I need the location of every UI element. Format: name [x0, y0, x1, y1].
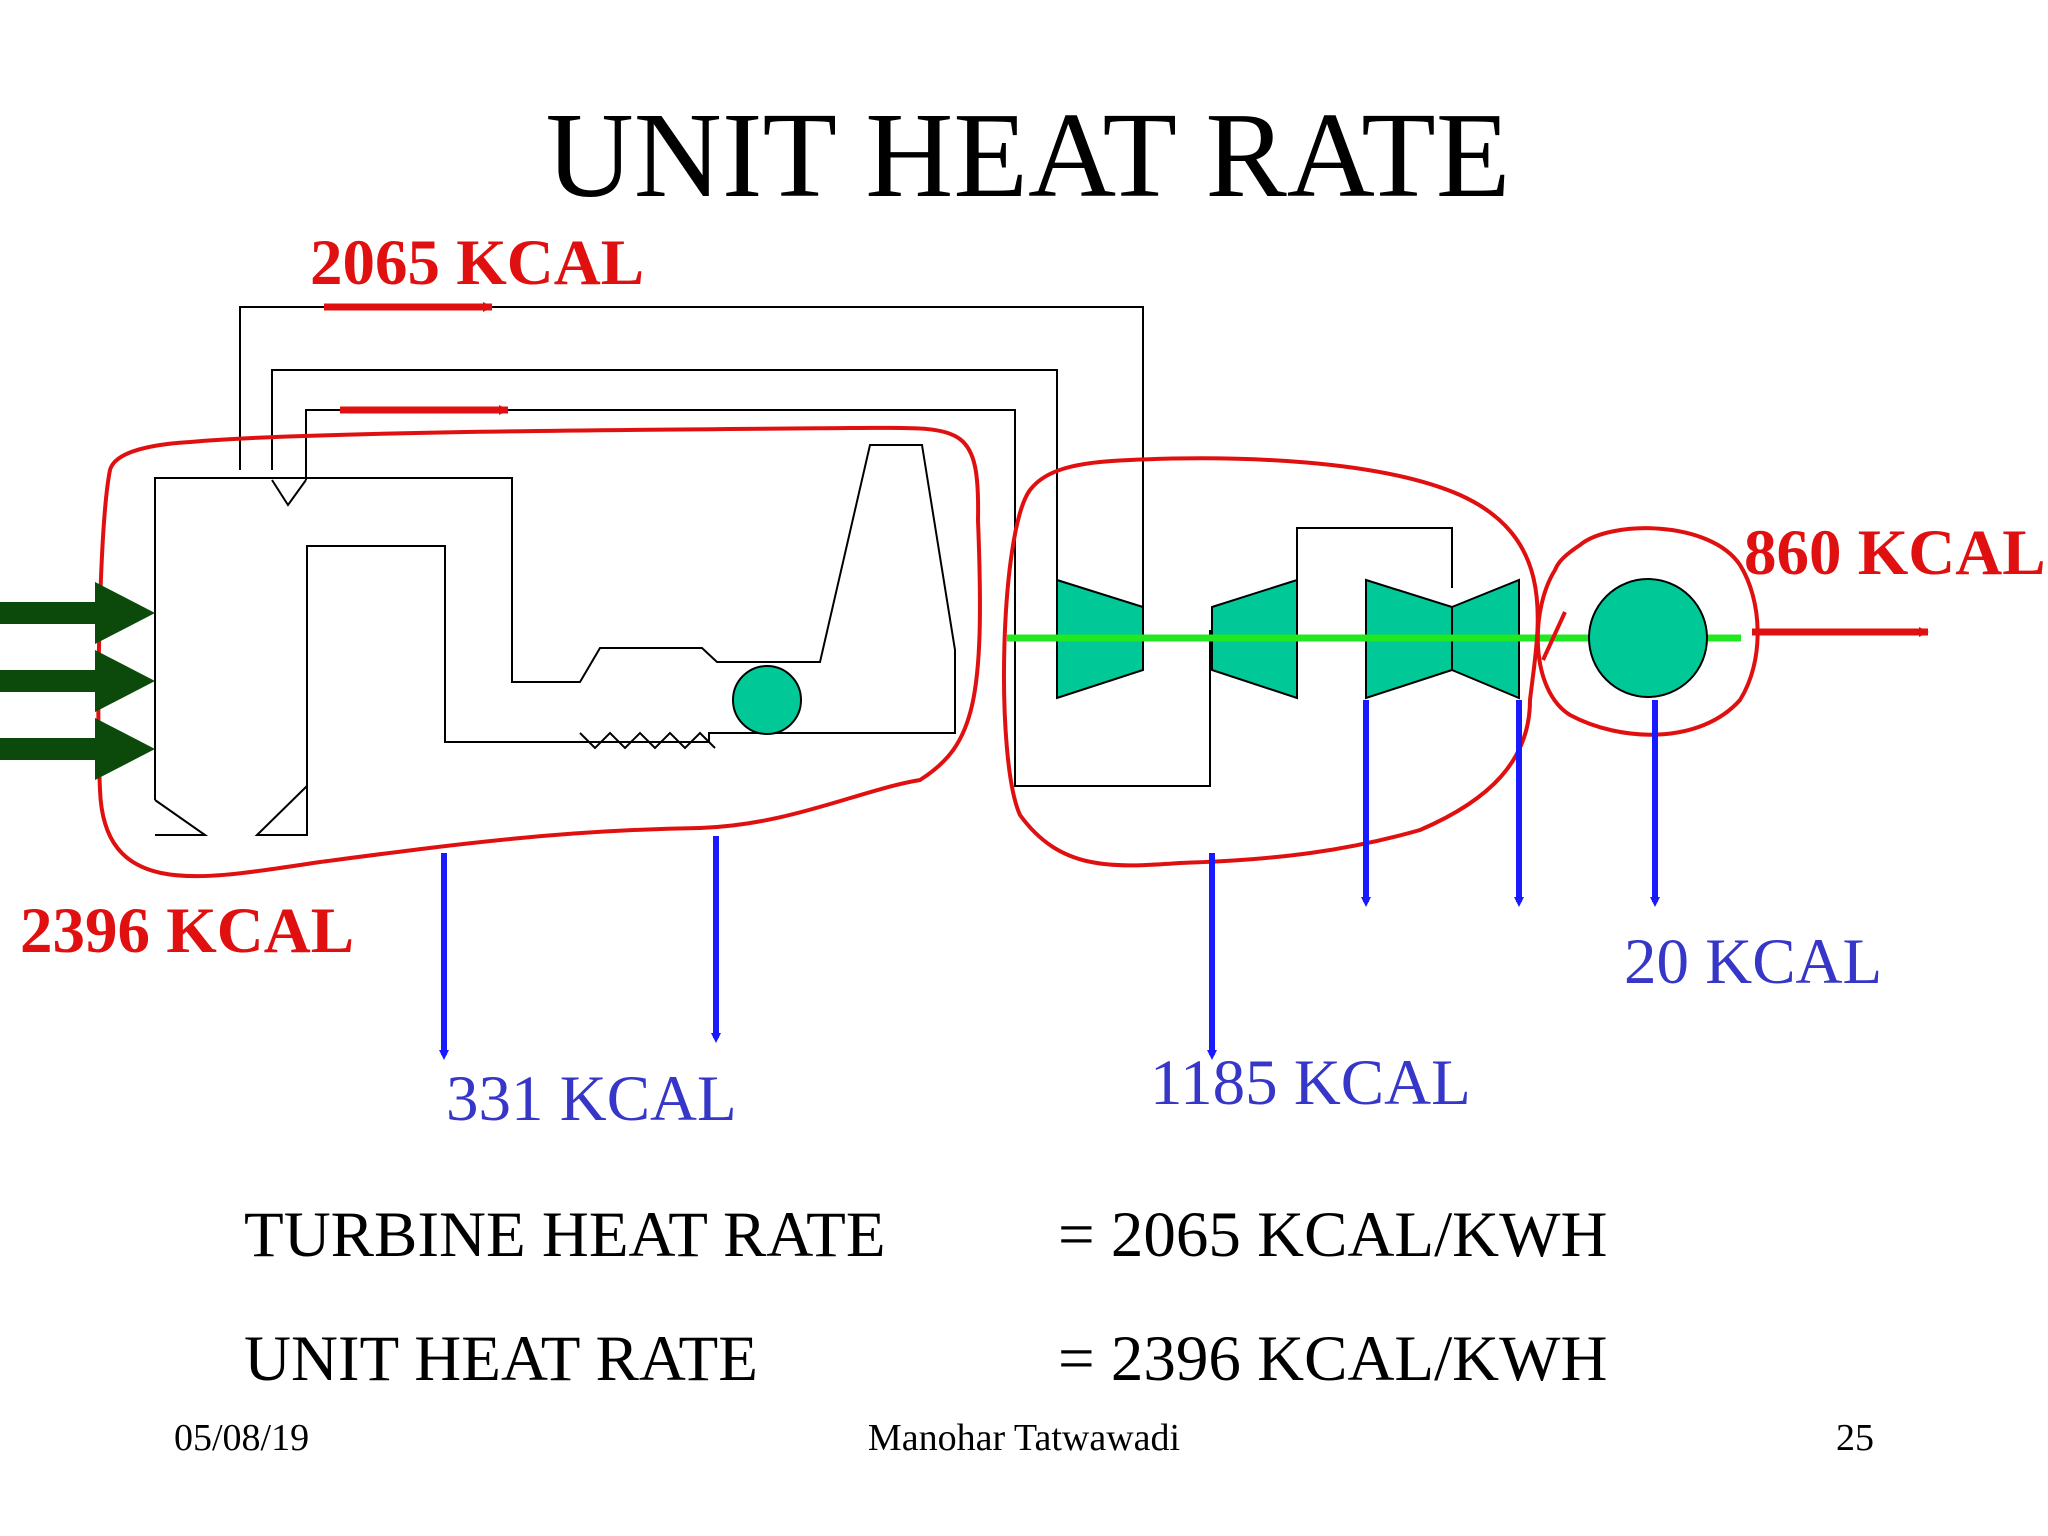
- fuel-arrow-2: [0, 650, 155, 712]
- turbine-boundary: [1002, 456, 1540, 868]
- reheat-return-line: [271, 369, 1058, 584]
- boiler: [154, 444, 956, 836]
- generator-output-label: 860 KCAL: [1744, 517, 2046, 589]
- fuel-input-arrows: [0, 582, 155, 780]
- page-title: UNIT HEAT RATE: [546, 88, 1511, 223]
- unit-input-label: 2396 KCAL: [20, 895, 354, 967]
- crossover-pipe: [1296, 527, 1453, 588]
- generator-boundary: [1535, 526, 1760, 737]
- unit-heat-rate-value: = 2396 KCAL/KWH: [1058, 1323, 1607, 1395]
- footer-page-number: 25: [1836, 1417, 1874, 1459]
- footer-date: 05/08/19: [174, 1417, 309, 1459]
- turbine-input-label: 2065 KCAL: [310, 227, 644, 299]
- generator: [1588, 578, 1708, 698]
- boiler-boundary: [96, 425, 982, 879]
- drum: [732, 665, 802, 735]
- boundaries: [96, 425, 1760, 879]
- furnace-outer-wall: [154, 444, 956, 836]
- boiler-loss-label: 331 KCAL: [446, 1063, 737, 1135]
- ash-hopper-left: [154, 799, 209, 836]
- turbine-loss-label: 1185 KCAL: [1150, 1047, 1471, 1119]
- energy-flow-arrows: [324, 302, 1929, 637]
- fuel-arrow-1: [0, 582, 155, 644]
- reheat-supply-line: [305, 409, 1211, 787]
- unit-heat-rate-label: UNIT HEAT RATE: [244, 1323, 758, 1395]
- loss-arrows: [439, 700, 1660, 1060]
- footer-author: Manohar Tatwawadi: [868, 1417, 1180, 1459]
- burner-flap: [271, 479, 307, 507]
- steam-piping: [239, 306, 1453, 787]
- turbine-heat-rate-value: = 2065 KCAL/KWH: [1058, 1199, 1607, 1271]
- economizer-coil: [579, 731, 716, 750]
- boundary-tick: [1541, 611, 1567, 661]
- turbine-heat-rate-label: TURBINE HEAT RATE: [244, 1199, 886, 1271]
- turbine-set: [1056, 578, 1520, 700]
- main-steam-line: [239, 306, 1144, 607]
- fuel-arrow-3: [0, 718, 155, 780]
- generator-loss-label: 20 KCAL: [1624, 926, 1882, 998]
